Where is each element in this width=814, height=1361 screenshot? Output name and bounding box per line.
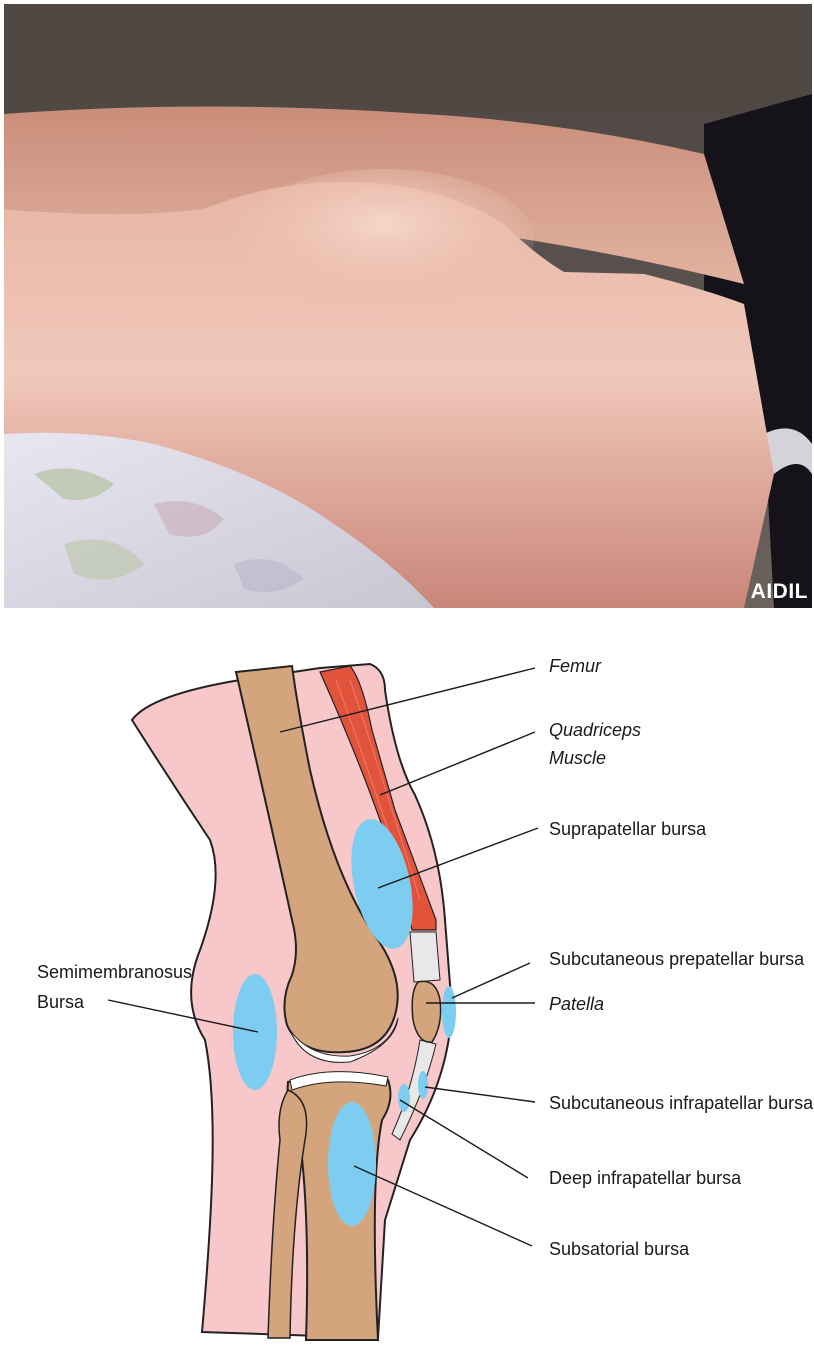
quadriceps-label-line1: Quadriceps [549, 720, 641, 740]
suprapatellar-label: Suprapatellar bursa [549, 819, 707, 839]
patellar-ligament [391, 1039, 437, 1141]
semimembranosus-leader [107, 999, 259, 1033]
subsatorial-leader [353, 1165, 533, 1247]
tibial-cartilage [289, 1071, 389, 1091]
subcutaneous-prepatellar-leader [451, 962, 531, 999]
fibula-bone [267, 1089, 308, 1339]
femur-bone [234, 664, 399, 1054]
quadriceps-tendon [409, 931, 441, 983]
semimembranosus-label-line1: Semimembranosus [37, 962, 192, 982]
suprapatellar-leader [377, 827, 539, 889]
deep-infrapatellar-leader [399, 1099, 529, 1179]
quadriceps-leader [379, 731, 536, 796]
subcutaneous-infrapatellar-leader [424, 1086, 536, 1103]
suprapatellar-bursa [351, 819, 413, 949]
patella-bone [411, 980, 442, 1043]
patella-label: Patella [549, 994, 604, 1014]
knee-bursae-diagram: Femur Quadriceps Muscle Suprapatellar bu… [0, 620, 814, 1361]
semimembranosus-label-line2: Bursa [37, 992, 85, 1012]
subsatorial-bursa [328, 1102, 376, 1226]
subcutaneous-prepatellar-bursa [442, 986, 456, 1038]
knee-swelling-photo: AIDIL [4, 4, 812, 608]
deep-infrapatellar-bursa [398, 1084, 410, 1112]
femur-label: Femur [549, 656, 602, 676]
subsatorial-label: Subsatorial bursa [549, 1239, 690, 1259]
femur-leader [279, 667, 536, 733]
aidil-watermark: AIDIL [750, 580, 808, 603]
deep-infrapatellar-label: Deep infrapatellar bursa [549, 1168, 742, 1188]
subcutaneous-infrapatellar-label: Subcutaneous infrapatellar bursa [549, 1093, 814, 1113]
femoral-cartilage [289, 1017, 399, 1063]
subcutaneous-prepatellar-label: Subcutaneous prepatellar bursa [549, 949, 805, 969]
subcutaneous-infrapatellar-bursa [418, 1071, 428, 1099]
quadriceps-label-line2: Muscle [549, 748, 606, 768]
